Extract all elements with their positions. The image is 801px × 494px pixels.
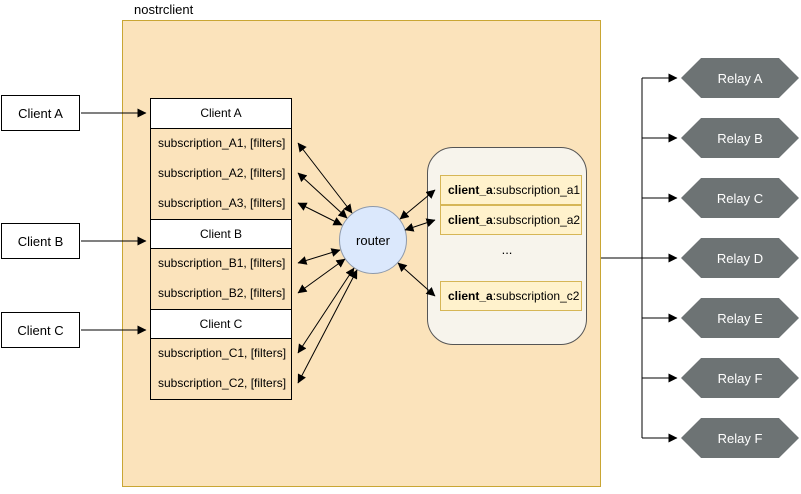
nostrclient-label: nostrclient (134, 2, 194, 17)
external-client-a-label: Client A (18, 105, 63, 121)
map-entry-a1-subscription: :subscription_a1 (492, 183, 581, 197)
relay-a-node: Relay A (681, 58, 799, 98)
map-entry-a2: client_a:subscription_a2 (440, 205, 582, 235)
relay-f2-node: Relay F (681, 418, 799, 458)
relay-f1-label: Relay F (717, 370, 763, 386)
relay-f2-label: Relay F (717, 430, 763, 446)
relay-e-label: Relay E (717, 310, 763, 326)
map-ellipsis: ... (501, 242, 513, 257)
relay-b-label: Relay B (717, 130, 763, 146)
table-row-subscription-b1: subscription_B1, [filters] (158, 256, 286, 270)
external-client-b-node: Client B (1, 223, 80, 259)
subscription-table: Client A subscription_A1, [filters] subs… (150, 98, 292, 400)
router-label: router (356, 232, 390, 248)
table-row-subscription-a2: subscription_A2, [filters] (158, 166, 286, 180)
map-entry-a1: client_a:subscription_a1 (440, 175, 582, 205)
relay-c-node: Relay C (681, 178, 799, 218)
map-entry-a2-client: client_a (448, 213, 493, 227)
relay-e-node: Relay E (681, 298, 799, 338)
map-entry-a1-client: client_a (448, 183, 493, 197)
relay-c-label: Relay C (716, 190, 764, 206)
table-header-client-c: Client C (151, 309, 291, 339)
relay-d-node: Relay D (681, 238, 799, 278)
table-row-subscription-b2: subscription_B2, [filters] (158, 286, 286, 300)
relay-f1-node: Relay F (681, 358, 799, 398)
table-row-subscription-c1: subscription_C1, [filters] (158, 346, 287, 360)
map-entry-c2-subscription: :subscription_c2 (492, 289, 580, 303)
map-entry-c2-client: client_a (448, 289, 493, 303)
table-row-subscription-a1: subscription_A1, [filters] (158, 136, 286, 150)
table-header-client-a: Client A (151, 99, 291, 129)
router-node: router (339, 206, 407, 274)
table-row-subscription-c2: subscription_C2, [filters] (158, 376, 287, 390)
table-row-subscription-a3: subscription_A3, [filters] (158, 196, 286, 210)
relay-d-label: Relay D (716, 250, 764, 266)
external-client-c-node: Client C (1, 312, 80, 348)
relay-a-label: Relay A (717, 70, 763, 86)
relay-b-node: Relay B (681, 118, 799, 158)
map-entry-a2-subscription: :subscription_a2 (492, 213, 581, 227)
external-client-b-label: Client B (17, 233, 64, 249)
external-client-a-node: Client A (1, 95, 80, 131)
map-entry-c2: client_a:subscription_c2 (440, 281, 582, 311)
table-header-client-b: Client B (151, 219, 291, 249)
external-client-c-label: Client C (17, 322, 64, 338)
